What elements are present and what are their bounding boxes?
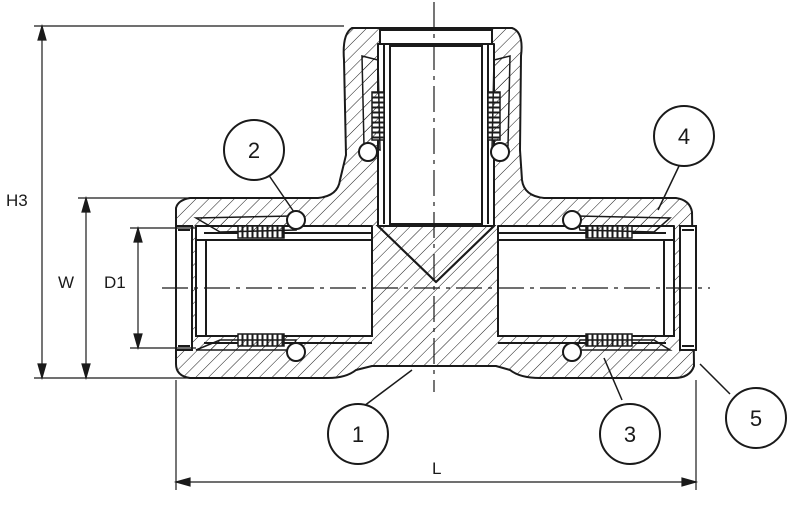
callout-2-circle xyxy=(223,119,285,181)
dimension-w-label: W xyxy=(58,273,74,292)
junction-cone xyxy=(375,225,497,284)
callout-3-circle xyxy=(599,403,661,465)
dimension-lines xyxy=(34,23,699,490)
dimension-l-label: L xyxy=(432,459,441,478)
grip-rings-branch xyxy=(361,55,511,151)
dimension-h3-label: H3 xyxy=(6,191,28,210)
callout-5-circle xyxy=(725,387,787,449)
callout-3-label: 3 xyxy=(624,422,636,447)
centre-lines xyxy=(162,2,710,392)
callout-4-label: 4 xyxy=(678,124,690,149)
callout-1-label: 1 xyxy=(352,422,364,447)
callout-5-label: 5 xyxy=(750,406,762,431)
branch-bore xyxy=(379,29,493,225)
o-rings xyxy=(286,142,582,362)
grip-rings-left xyxy=(193,215,298,351)
callout-circles xyxy=(223,105,787,465)
grip-rings-right xyxy=(574,215,673,351)
callout-leaders xyxy=(267,163,731,407)
callout-4-circle xyxy=(653,105,715,167)
dimension-d1-label: D1 xyxy=(104,273,126,292)
callout-1-circle xyxy=(327,403,389,465)
callout-2-label: 2 xyxy=(248,138,260,163)
